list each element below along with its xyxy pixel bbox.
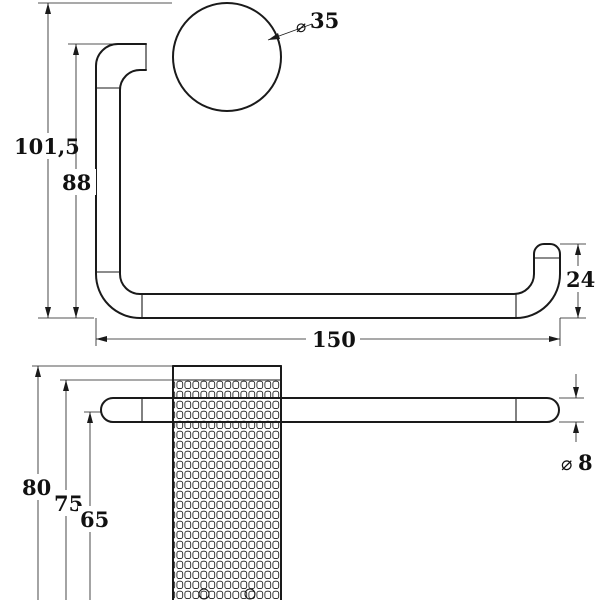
arrow-150-left — [96, 336, 107, 342]
wall-rosette — [172, 2, 282, 112]
dimension-label-35: 35 — [310, 8, 339, 33]
arrow-75-top — [63, 380, 69, 391]
label-bg — [306, 326, 360, 352]
arrow-24-top — [575, 244, 581, 255]
dimension-label-24: 24 — [566, 267, 595, 292]
dimension-label-65: 65 — [80, 507, 109, 532]
label-bg — [6, 133, 80, 159]
knurled-rosette-body — [173, 380, 281, 600]
arrow-35 — [268, 33, 280, 40]
dimension-label-150: 150 — [312, 327, 356, 352]
label-bg — [20, 474, 54, 500]
holder-bar-outer — [95, 43, 561, 319]
arrow-150-right — [549, 336, 560, 342]
arrow-88-bottom — [73, 307, 79, 318]
arrow-65-top — [87, 412, 93, 423]
arrow-24-bottom — [575, 307, 581, 318]
holder-bar-side — [100, 397, 560, 423]
screw-hole-left-icon — [198, 588, 210, 600]
dimension-label-101-5: 101,5 — [14, 134, 80, 159]
label-bg — [565, 266, 599, 292]
diameter-symbol-35: ⌀ — [296, 17, 306, 37]
dimension-label-80: 80 — [22, 475, 51, 500]
label-bg — [78, 506, 112, 532]
label-bg — [60, 169, 96, 195]
arrow-8-bottom — [573, 422, 579, 433]
arrow-101-5-top — [45, 3, 51, 14]
dimension-label-8: 8 — [578, 450, 593, 475]
front-view: 101,5 88 ⌀ 35 24 150 — [6, 2, 599, 352]
arrow-88-top — [73, 44, 79, 55]
dimension-label-88: 88 — [62, 170, 91, 195]
diameter-symbol-8: ⌀ — [561, 453, 572, 475]
side-view: 80 75 65 ⌀ 8 — [20, 365, 593, 600]
arrow-101-5-bottom — [45, 307, 51, 318]
screw-hole-right-icon — [244, 588, 256, 600]
arrow-80-top — [35, 366, 41, 377]
arrow-8-top — [573, 387, 579, 398]
